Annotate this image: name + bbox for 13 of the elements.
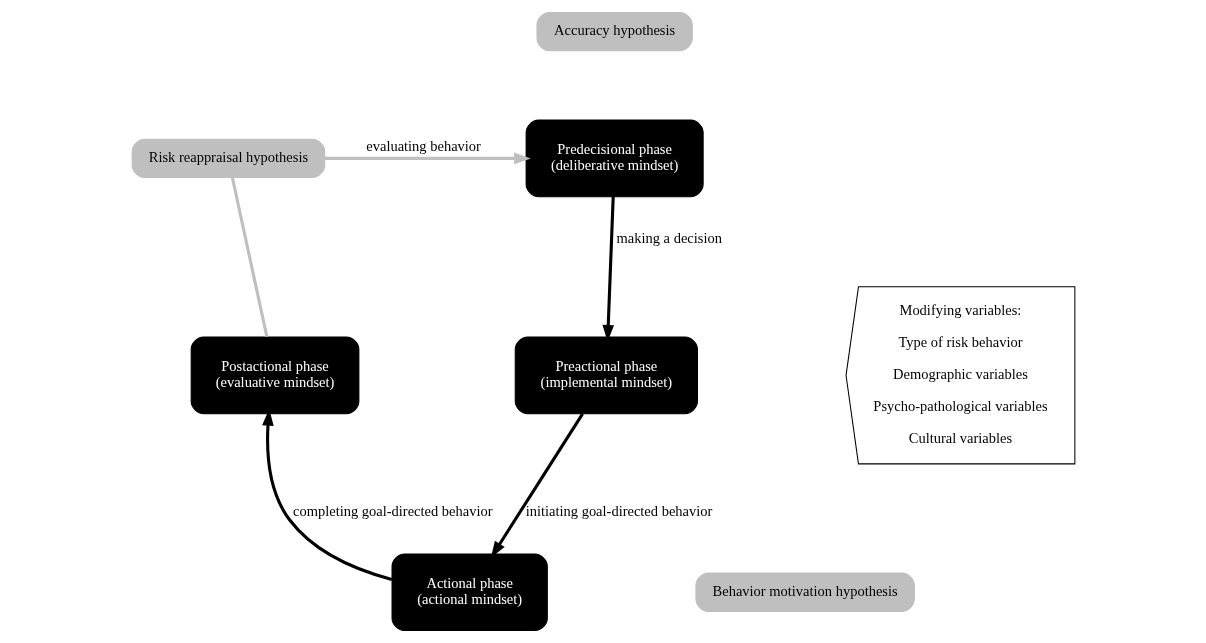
node-box: Accuracy hypothesis (535, 11, 693, 52)
node-box: Actional phase (actional mindset) (391, 553, 548, 632)
edge-label: evaluating behavior (365, 138, 481, 155)
edge-label: initiating goal-directed behavior (525, 502, 712, 519)
connector (230, 177, 268, 338)
node-box: Behavior motivation hypothesis (694, 572, 915, 612)
node-box: Predecisional phase (deliberative mindset) (525, 119, 704, 198)
node-box: Postactional phase (evaluative mindset) (190, 336, 359, 415)
edge-label: completing goal-directed behavior (292, 502, 493, 519)
arrow (324, 152, 531, 165)
node-box: Risk reappraisal hypothesis (131, 138, 325, 179)
edge-label: making a decision (616, 229, 722, 246)
node-box: Preactional phase (implemental mindset) (514, 336, 698, 415)
